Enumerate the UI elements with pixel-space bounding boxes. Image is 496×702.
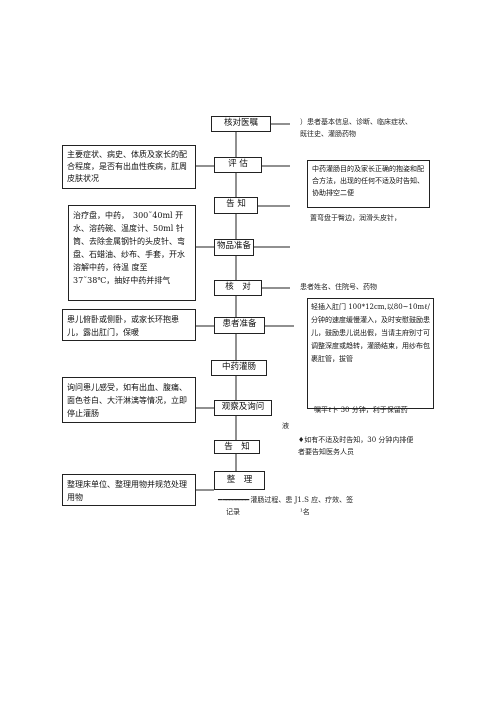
note-assess: 主要症状、病史、体质及家长的配合程度，是否有出血性疾病，肛周皮肤状况 <box>62 145 196 189</box>
note-enema-procedure: 轻插入肛门 100*12cm,以80~10mℓ/分钟的速度缓慢灌入，及时安慰鼓励… <box>307 298 434 409</box>
step-inform: 告 知 <box>214 197 258 214</box>
note-observe-tail: 液 <box>282 422 289 430</box>
note-patient-prep: 患儿俯卧或侧卧，或家长环抱患儿，露出肛门，保暖 <box>62 309 196 341</box>
note-record: 记录 <box>226 508 240 516</box>
note-observe-right: 嘱平ℓ卜 30 分钟，利于保留药 <box>314 406 408 414</box>
dash-line-icon: ━ ━━━━━━━━ <box>218 496 249 504</box>
step-verify-order: 核对医嘱 <box>211 116 271 132</box>
step-assess: 评 估 <box>214 157 262 173</box>
step-inform-2: 告 知 <box>214 440 260 454</box>
note-inform-2: ♦如有不适及时告知，30 分钟内排便者要告知医务人员 <box>298 436 414 456</box>
note-tidy-text: 灌肠过程、患 J1.S 应、疗效、签 <box>250 496 354 504</box>
note-sign: ¹名 <box>300 508 310 516</box>
note-order-info: ）患者基本信息、诊断、临床症状、既往史、灌肠药物 <box>300 118 412 138</box>
note-inform-tail: 置弯盘于臀边，润滑头皮针， <box>310 214 401 222</box>
step-tidy: 整 理 <box>214 471 265 490</box>
step-patient-prep: 患者准备 <box>214 317 265 334</box>
step-enema: 中药灌肠 <box>211 360 267 376</box>
note-tidy-record: ━ ━━━━━━━━ 灌肠过程、患 J1.S 应、疗效、签 <box>218 494 438 506</box>
note-tidy: 整理床单位、整理用物并规范处理用物 <box>62 474 196 506</box>
note-inform-box: 中药灌肠目的及家长正确的抱姿和配合方法，出现的任何不适及时告知、协助排空二便 <box>307 160 430 208</box>
step-check: 核 对 <box>214 280 262 296</box>
note-observe: 询问患儿感受，如有出血、腹痛、面色苍白、大汗淋漓等情况，立即停止灌肠 <box>62 377 196 423</box>
step-observe: 观察及询问 <box>214 400 272 416</box>
note-check: 患者姓名、住院号、药物 <box>300 283 377 291</box>
step-prepare-items: 物品准备 <box>214 239 254 256</box>
note-prepare-items: 治疗盘，中药， 300˜40ml 开水、溶药碗、温度计、50ml 针筒、去除金属… <box>68 205 196 301</box>
